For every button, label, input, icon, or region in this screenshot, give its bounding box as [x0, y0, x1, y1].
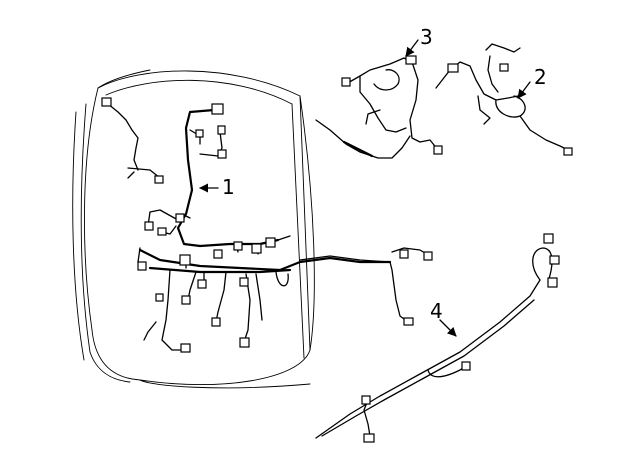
- small-branch-harness: [101, 97, 164, 184]
- harness-2: [435, 43, 573, 156]
- callout-2-label: 2: [534, 65, 547, 89]
- callout-4-label: 4: [430, 299, 443, 323]
- harness-4: [315, 233, 560, 443]
- vehicle-body-outline: [72, 69, 315, 389]
- leader-2: [517, 81, 531, 99]
- harness-3: [315, 55, 443, 159]
- callout-1-label: 1: [222, 175, 235, 199]
- engine-harness: [137, 103, 433, 353]
- leader-3: [405, 39, 419, 57]
- callout-3-label: 3: [420, 25, 433, 49]
- callout-leaders: [199, 39, 531, 337]
- leader-4: [439, 319, 457, 337]
